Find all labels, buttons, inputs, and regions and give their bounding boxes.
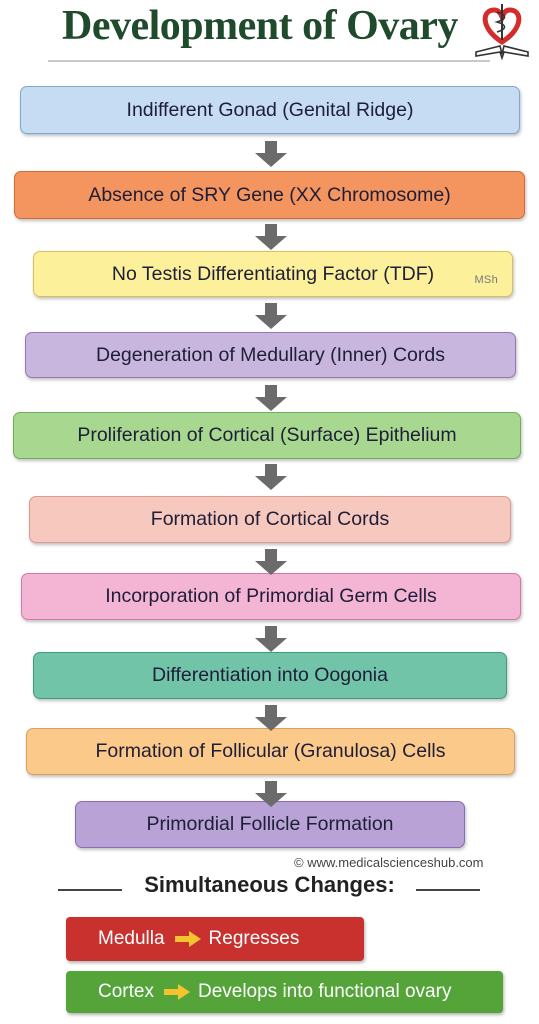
step-box-8: Differentiation into Oogonia: [33, 652, 507, 699]
change-result: Regresses: [208, 928, 300, 949]
step-box-3: No Testis Differentiating Factor (TDF) MS…: [33, 251, 513, 297]
step-label: Formation of Follicular (Granulosa) Cell…: [95, 740, 446, 762]
down-arrow-icon: [255, 705, 287, 731]
step-label: Incorporation of Primordial Germ Cells: [105, 585, 437, 607]
down-arrow-icon: [255, 626, 287, 652]
step-box-2: Absence of SRY Gene (XX Chromosome): [14, 171, 525, 219]
watermark-text: MSh: [474, 274, 498, 286]
down-arrow-icon: [255, 141, 287, 167]
down-arrow-icon: [255, 385, 287, 411]
copyright-text: © www.medicalscienceshub.com: [294, 855, 484, 870]
step-label: Primordial Follicle Formation: [146, 813, 394, 835]
step-box-1: Indifferent Gonad (Genital Ridge): [20, 86, 520, 134]
down-arrow-icon: [255, 549, 287, 575]
down-arrow-icon: [255, 464, 287, 490]
title-underline: [48, 60, 490, 62]
divider-right: [416, 889, 480, 891]
arrow-right-icon: [174, 931, 201, 947]
step-box-9: Formation of Follicular (Granulosa) Cell…: [26, 728, 515, 775]
step-label: Formation of Cortical Cords: [150, 508, 390, 530]
step-box-5: Proliferation of Cortical (Surface) Epit…: [13, 412, 521, 459]
down-arrow-icon: [255, 303, 287, 329]
step-label: Indifferent Gonad (Genital Ridge): [126, 98, 414, 121]
arrow-right-icon: [163, 984, 190, 1000]
change-result: Develops into functional ovary: [197, 981, 452, 1002]
divider-left: [58, 889, 122, 891]
step-box-10: Primordial Follicle Formation: [75, 801, 465, 848]
step-label: Absence of SRY Gene (XX Chromosome): [88, 183, 451, 206]
step-label: Degeneration of Medullary (Inner) Cords: [95, 343, 445, 366]
change-cortex: Cortex Develops into functional ovary: [66, 971, 503, 1013]
simultaneous-changes-heading: Simultaneous Changes:: [144, 872, 395, 897]
change-part: Cortex: [98, 981, 154, 1002]
step-box-6: Formation of Cortical Cords: [29, 496, 511, 543]
down-arrow-icon: [255, 781, 287, 807]
step-label: Differentiation into Oogonia: [152, 664, 388, 686]
change-medulla: Medulla Regresses: [66, 917, 364, 961]
change-part: Medulla: [98, 928, 165, 949]
step-label: Proliferation of Cortical (Surface) Epit…: [77, 424, 457, 446]
heart-book-logo-icon: [475, 4, 529, 60]
step-label: No Testis Differentiating Factor (TDF): [111, 262, 435, 285]
page-title: Development of Ovary: [62, 3, 458, 49]
down-arrow-icon: [255, 224, 287, 250]
step-box-4: Degeneration of Medullary (Inner) Cords: [25, 332, 516, 378]
step-box-7: Incorporation of Primordial Germ Cells: [21, 573, 521, 620]
